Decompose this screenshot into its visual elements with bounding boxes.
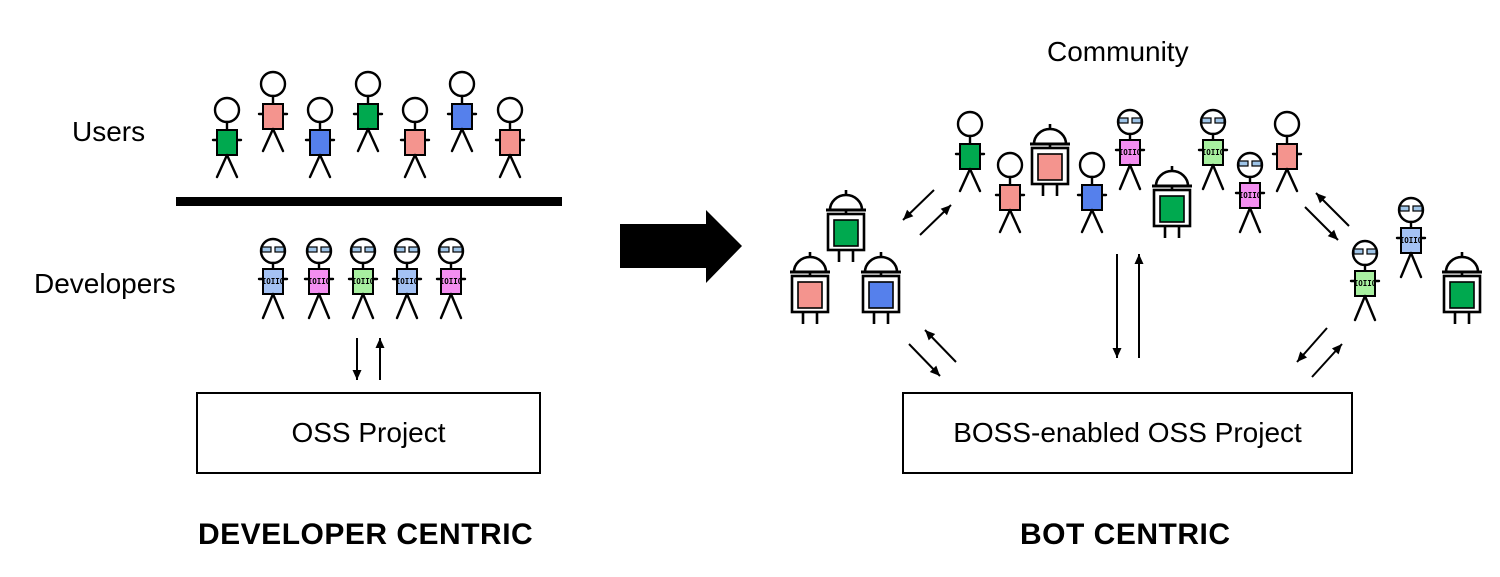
shirt-code: IOIIO xyxy=(1400,236,1423,245)
bot-icon xyxy=(861,252,901,324)
user-icon xyxy=(304,96,336,179)
arrow-icon xyxy=(375,338,385,380)
bot-centric-caption: BOT CENTRIC xyxy=(1020,518,1231,551)
developer-icon: IOIIO xyxy=(1395,196,1427,279)
shirt-code: IOIIO xyxy=(262,277,285,286)
arrow-icon xyxy=(1112,254,1122,358)
user-icon xyxy=(257,70,289,153)
user-icon xyxy=(994,151,1026,234)
user-icon xyxy=(399,96,431,179)
developer-icon: IOIIO xyxy=(435,237,467,320)
oss-project-label: OSS Project xyxy=(291,417,446,448)
arrow-icon xyxy=(352,338,362,380)
bot-icon xyxy=(826,190,866,262)
user-icon xyxy=(211,96,243,179)
user-icon xyxy=(1271,110,1303,193)
user-icon xyxy=(352,70,384,153)
users-label: Users xyxy=(72,116,146,147)
developer-icon: IOIIO xyxy=(1114,108,1146,191)
boss-project-box: BOSS-enabled OSS Project xyxy=(902,392,1353,474)
developers-label: Developers xyxy=(34,268,176,299)
separator-bar xyxy=(176,197,562,206)
bot-icon xyxy=(790,252,830,324)
arrow-icon xyxy=(924,329,957,363)
developer-icon: IOIIO xyxy=(303,237,335,320)
arrow-icon xyxy=(908,343,941,377)
developer-icon: IOIIO xyxy=(1197,108,1229,191)
user-icon xyxy=(1076,151,1108,234)
shirt-code: IOIIO xyxy=(1354,279,1377,288)
shirt-code: IOIIO xyxy=(1202,148,1225,157)
shirt-code: IOIIO xyxy=(396,277,419,286)
developer-icon: IOIIO xyxy=(1234,151,1266,234)
arrow-icon xyxy=(919,204,952,236)
user-icon xyxy=(494,96,526,179)
shirt-code: IOIIO xyxy=(308,277,331,286)
transition-arrow-icon xyxy=(620,210,742,283)
developer-centric-caption: DEVELOPER CENTRIC xyxy=(198,518,534,551)
developer-icon: IOIIO xyxy=(347,237,379,320)
arrow-icon xyxy=(1304,206,1339,241)
boss-project-label: BOSS-enabled OSS Project xyxy=(953,417,1302,448)
bot-icon xyxy=(1152,166,1192,238)
arrow-icon xyxy=(1296,327,1328,363)
shirt-code: IOIIO xyxy=(1239,191,1262,200)
shirt-code: IOIIO xyxy=(440,277,463,286)
bot-icon xyxy=(1442,252,1482,324)
arrow-icon xyxy=(1311,343,1343,378)
developer-icon: IOIIO xyxy=(1349,239,1381,322)
user-icon xyxy=(954,110,986,193)
arrow-icon xyxy=(1134,254,1144,358)
community-label: Community xyxy=(1047,36,1189,67)
arrow-icon xyxy=(902,189,935,221)
arrow-icon xyxy=(1315,192,1350,227)
shirt-code: IOIIO xyxy=(1119,148,1142,157)
user-icon xyxy=(446,70,478,153)
oss-project-box: OSS Project xyxy=(196,392,541,474)
bot-icon xyxy=(1030,124,1070,196)
shirt-code: IOIIO xyxy=(352,277,375,286)
developer-icon: IOIIO xyxy=(257,237,289,320)
developer-icon: IOIIO xyxy=(391,237,423,320)
